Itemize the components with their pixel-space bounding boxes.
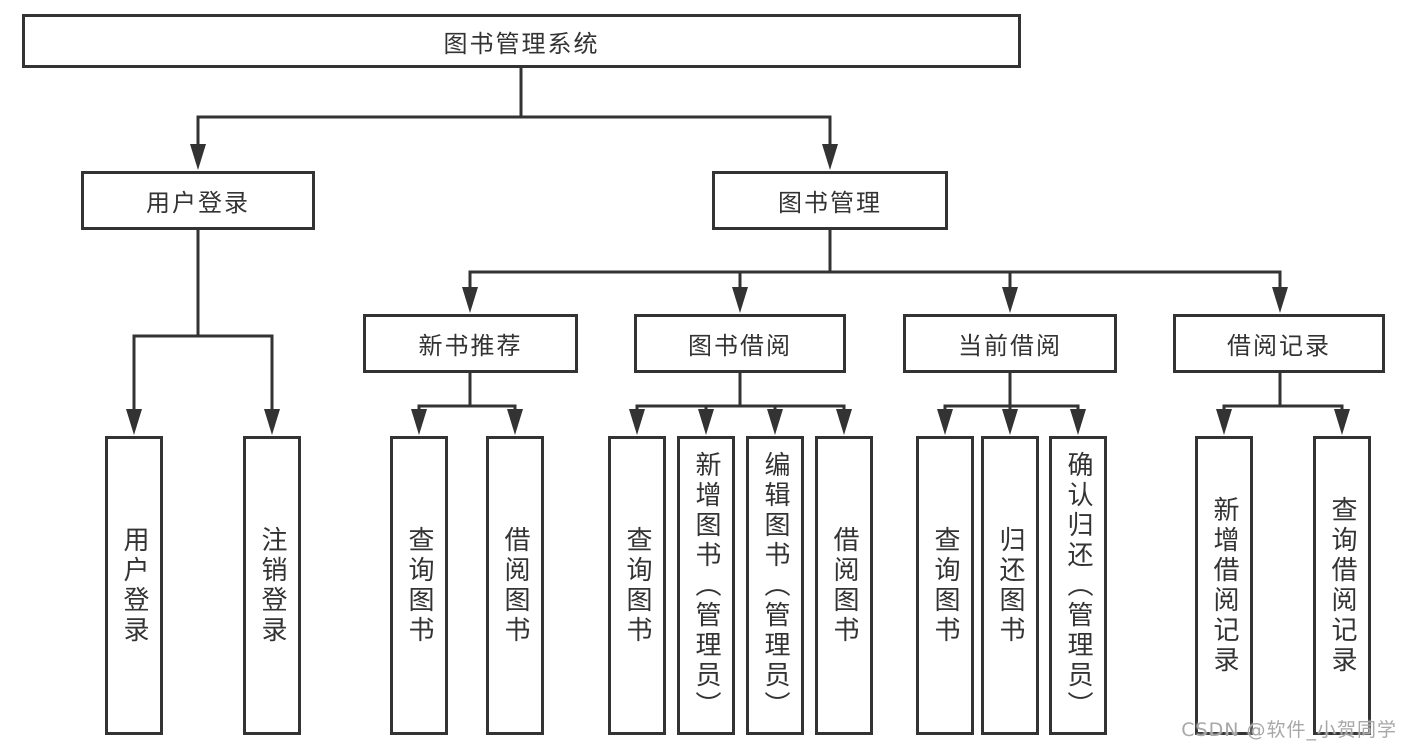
node-current-borrowing: 当前借阅 [903, 314, 1117, 373]
node-book-management: 图书管理 [712, 171, 948, 230]
leaf-borrow-books-recommend: 借阅图书 [486, 436, 544, 735]
leaf-label: 借阅图书 [829, 525, 859, 646]
leaf-label: 新增借阅记录 [1209, 495, 1239, 676]
node-book-borrowing: 图书借阅 [634, 314, 846, 373]
leaf-label: 借阅图书 [500, 525, 530, 646]
node-borrowing-records: 借阅记录 [1173, 314, 1385, 373]
leaf-confirm-return-admin: 确认归还（管理员） [1049, 436, 1107, 735]
leaf-label: 确认归还（管理员） [1063, 450, 1093, 721]
leaf-return-books: 归还图书 [981, 436, 1039, 735]
leaf-add-borrow-record: 新增借阅记录 [1195, 436, 1253, 735]
leaf-add-books-admin: 新增图书（管理员） [677, 436, 735, 735]
csdn-watermark: CSDN @软件_小贺同学 [1181, 719, 1397, 741]
leaf-user-login: 用户登录 [105, 436, 163, 735]
leaf-label: 新增图书（管理员） [691, 450, 721, 721]
leaf-label: 查询图书 [622, 525, 652, 646]
leaf-label: 查询图书 [930, 525, 960, 646]
leaf-edit-books-admin: 编辑图书（管理员） [746, 436, 804, 735]
leaf-query-borrow-record: 查询借阅记录 [1313, 436, 1371, 735]
node-new-book-recommendation: 新书推荐 [363, 314, 578, 373]
leaf-label: 归还图书 [995, 525, 1025, 646]
leaf-label: 查询借阅记录 [1327, 495, 1357, 676]
node-library-management-system: 图书管理系统 [22, 14, 1021, 68]
leaf-logout: 注销登录 [243, 436, 301, 735]
leaf-label: 注销登录 [257, 525, 287, 646]
leaf-query-books-borrow: 查询图书 [608, 436, 666, 735]
leaf-borrow-books: 借阅图书 [815, 436, 873, 735]
leaf-label: 查询图书 [404, 525, 434, 646]
leaf-label: 用户登录 [119, 525, 149, 646]
node-user-login: 用户登录 [81, 171, 315, 230]
leaf-query-books-recommend: 查询图书 [390, 436, 448, 735]
leaf-query-books-current: 查询图书 [916, 436, 974, 735]
leaf-label: 编辑图书（管理员） [760, 450, 790, 721]
